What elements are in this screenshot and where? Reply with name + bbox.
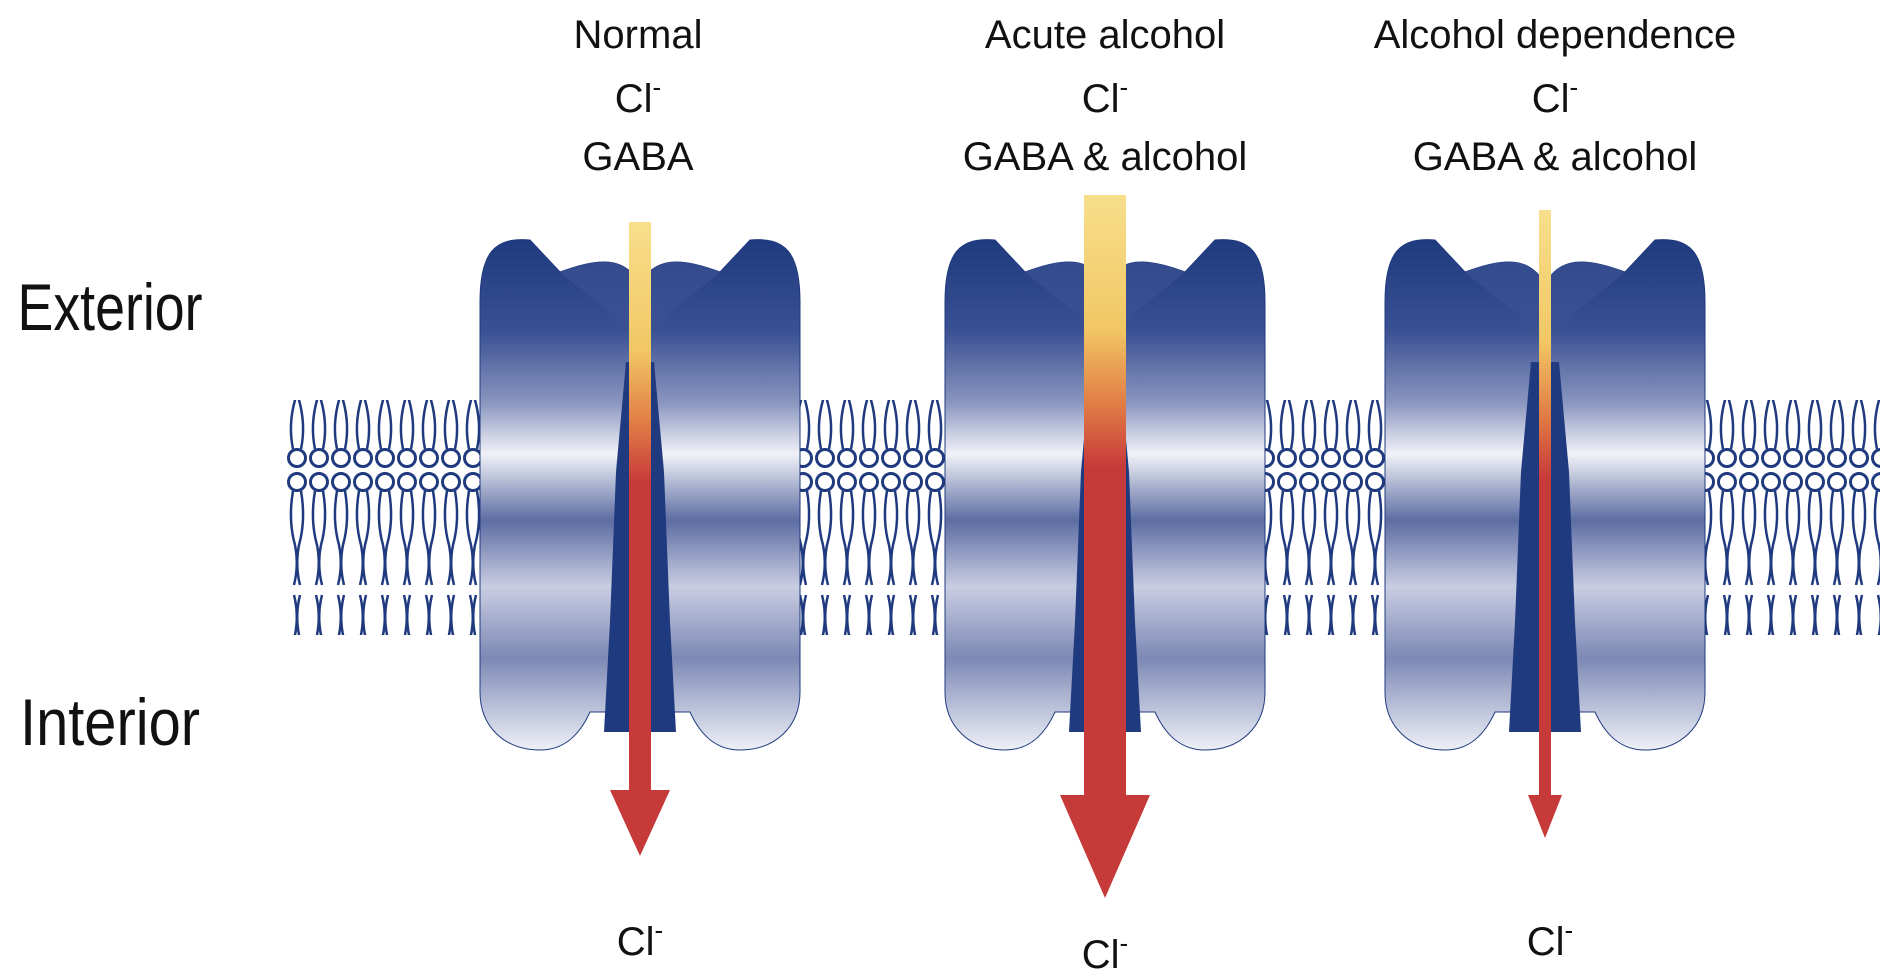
lipid-bilayer-segment bbox=[1245, 400, 1400, 635]
agonist-label: GABA & alcohol bbox=[1413, 135, 1698, 179]
column-normal: Normal Cl- GABA Cl- bbox=[480, 13, 800, 964]
chloride-ion-bottom: Cl- bbox=[1082, 928, 1128, 977]
chloride-ion-top: Cl- bbox=[1082, 72, 1128, 121]
lipid-bilayer-segment bbox=[785, 400, 965, 635]
column-alcohol-dependence: Alcohol dependence Cl- GABA & alcohol Cl… bbox=[1374, 13, 1737, 964]
column-acute-alcohol: Acute alcohol Cl- GABA & alcohol Cl- bbox=[945, 13, 1265, 977]
lipid-bilayer-segment bbox=[1690, 400, 1880, 635]
condition-label: Normal bbox=[574, 13, 703, 57]
chloride-ion-bottom: Cl- bbox=[1527, 915, 1573, 964]
chloride-ion-bottom: Cl- bbox=[617, 915, 663, 964]
lipid-bilayer-segment bbox=[287, 400, 492, 635]
condition-label: Acute alcohol bbox=[985, 13, 1225, 57]
agonist-label: GABA & alcohol bbox=[963, 135, 1248, 179]
condition-label: Alcohol dependence bbox=[1374, 13, 1737, 57]
agonist-label: GABA bbox=[582, 135, 693, 179]
chloride-ion-top: Cl- bbox=[1532, 72, 1578, 121]
exterior-label: Exterior bbox=[18, 270, 203, 344]
interior-label: Interior bbox=[20, 685, 200, 759]
chloride-ion-top: Cl- bbox=[615, 72, 661, 121]
